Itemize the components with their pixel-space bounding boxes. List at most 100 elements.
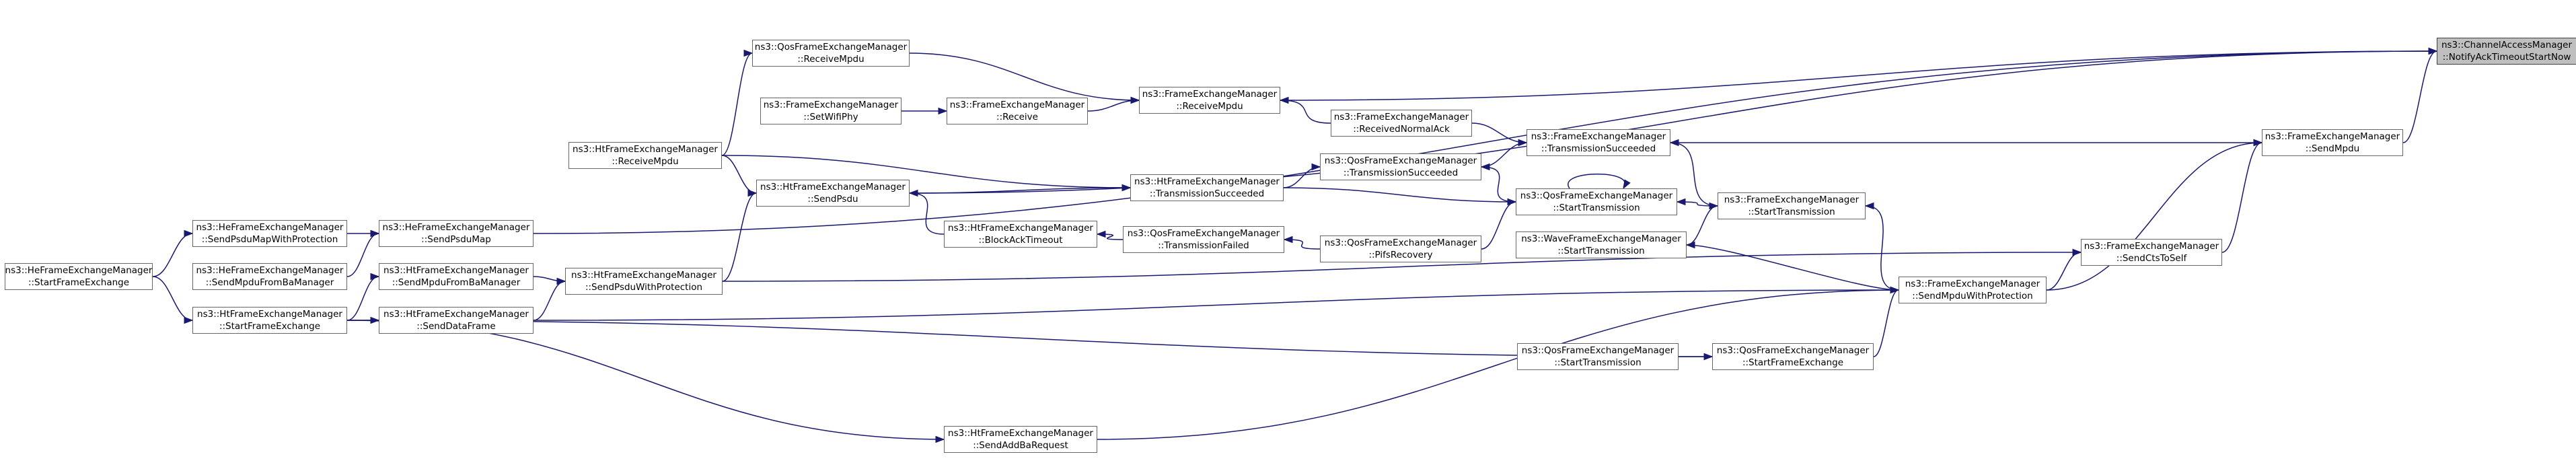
edge-hefem-sendmpdufrombamanager-to-hefem-sendpsdumap-arrowhead (370, 229, 380, 238)
node-qfem-starttx[interactable]: ns3::QosFrameExchangeManager::StartTrans… (1516, 188, 1677, 215)
node-hfem-sendaddbarequest[interactable]: ns3::HtFrameExchangeManager::SendAddBaRe… (944, 426, 1097, 453)
node-class-label: ns3::FrameExchangeManager (2084, 241, 2219, 252)
edge-qfem-pifsrecovery-to-qfem-txfailed (1284, 239, 1321, 250)
node-qfem-receivempdu[interactable]: ns3::QosFrameExchangeManager::ReceiveMpd… (752, 40, 910, 67)
edge-hfem-blockacktimeout-to-hfem-sendpsdu (909, 192, 945, 235)
node-method-label: ::StartTransmission (1557, 246, 1645, 256)
node-method-label: ::ReceiveMpdu (612, 156, 679, 167)
node-method-label: ::SendPsduWithProtection (585, 282, 703, 293)
edge-hfem-sendpsduwithprot-to-hfem-sendpsdu (722, 192, 757, 282)
node-method-label: ::NotifyAckTimeoutStartNow (2442, 52, 2571, 63)
edge-qfem-starttx-to-qfem-starttx-arrowhead (1623, 179, 1631, 190)
node-method-label: ::SendPsduMapWithProtection (201, 234, 338, 245)
edge-fem-sendmpduwithprot-to-wave-starttx (1686, 244, 1899, 291)
node-hfem-startframeexchange[interactable]: ns3::HtFrameExchangeManager::StartFrameE… (192, 307, 347, 334)
node-fem-receivempdu[interactable]: ns3::FrameExchangeManager::ReceiveMpdu (1139, 87, 1280, 114)
node-hfem-receivempdu[interactable]: ns3::HtFrameExchangeManager::ReceiveMpdu (568, 142, 722, 169)
node-qfem-starttx2[interactable]: ns3::QosFrameExchangeManager::StartTrans… (1517, 343, 1679, 370)
node-method-label: ::ReceiveMpdu (1176, 101, 1243, 112)
node-fem-starttx[interactable]: ns3::FrameExchangeManager::StartTransmis… (1718, 192, 1866, 219)
edge-hfem-startframeexchange-to-hfem-sendmpdufrombamanager-arrowhead (370, 273, 380, 281)
node-qfem-startframeexchange[interactable]: ns3::QosFrameExchangeManager::StartFrame… (1712, 343, 1874, 370)
edge-hfem-sendpsduwithprot-to-fem-sendctstoself-arrowhead (2072, 248, 2082, 256)
edge-fem-receivednormalack-to-fem-receivempdu (1280, 100, 1331, 124)
node-qfem-txsucceeded[interactable]: ns3::QosFrameExchangeManager::Transmissi… (1320, 153, 1481, 180)
node-hfem-blockacktimeout[interactable]: ns3::HtFrameExchangeManager::BlockAckTim… (944, 221, 1097, 248)
node-method-label: ::StartFrameExchange (28, 277, 130, 288)
node-qfem-txfailed[interactable]: ns3::QosFrameExchangeManager::Transmissi… (1123, 226, 1284, 253)
edge-qfem-receivempdu-to-fem-receivempdu (909, 52, 1140, 101)
node-method-label: ::SendPsduMap (421, 234, 491, 245)
edge-hfem-startframeexchange-to-hfem-sendaddbarequest-arrowhead (935, 435, 945, 443)
node-fem-sendmpduwithprot[interactable]: ns3::FrameExchangeManager::SendMpduWithP… (1899, 277, 2047, 303)
node-hfem-sendmpdufrombamanager[interactable]: ns3::HtFrameExchangeManager::SendMpduFro… (379, 263, 533, 290)
edge-hefem-startframeexchange-to-hefem-sendpsdumapwithprot-arrowhead (184, 229, 194, 238)
edge-hfem-sendaddbarequest-to-fem-sendmpduwithprot (1097, 289, 1899, 440)
node-class-label: ns3::FrameExchangeManager (1531, 131, 1666, 142)
node-fem-sendmpdu[interactable]: ns3::FrameExchangeManager::SendMpdu (2262, 129, 2403, 156)
node-method-label: ::SetWifiPhy (803, 112, 858, 122)
edge-fem-starttx-to-fem-txsucceeded (1670, 142, 1718, 207)
edge-hfem-txsucceeded-to-qfem-starttx (1283, 187, 1516, 203)
edge-qfem-txfailed-to-hfem-blockacktimeout-arrowhead (1096, 230, 1106, 238)
node-method-label: ::StartFrameExchange (1742, 357, 1844, 368)
node-class-label: ns3::HtFrameExchangeManager (571, 270, 716, 281)
node-hfem-senddataframe[interactable]: ns3::HtFrameExchangeManager::SendDataFra… (379, 307, 533, 334)
node-class-label: ns3::HtFrameExchangeManager (948, 428, 1093, 439)
node-class-label: ns3::HtFrameExchangeManager (383, 265, 529, 276)
node-hfem-sendpsduwithprot[interactable]: ns3::HtFrameExchangeManager::SendPsduWit… (565, 268, 723, 295)
edge-qfem-starttx-to-qfem-txsucceeded (1481, 166, 1516, 203)
node-class-label: ns3::HtFrameExchangeManager (948, 223, 1093, 233)
node-class-label: ns3::HeFrameExchangeManager (196, 265, 344, 276)
edge-hfem-sendpsdu-to-root-arrowhead (2428, 47, 2438, 55)
edge-hefem-startframeexchange-to-hfem-startframeexchange-arrowhead (184, 316, 194, 324)
node-hefem-sendpsdumap[interactable]: ns3::HeFrameExchangeManager::SendPsduMap (379, 220, 533, 247)
node-hefem-sendmpdufrombamanager[interactable]: ns3::HeFrameExchangeManager::SendMpduFro… (192, 263, 347, 290)
node-class-label: ns3::HtFrameExchangeManager (197, 309, 342, 320)
node-fem-txsucceeded[interactable]: ns3::FrameExchangeManager::TransmissionS… (1526, 129, 1670, 156)
edge-hfem-startframeexchange-to-qfem-startframeexchange (346, 320, 1713, 357)
node-class-label: ns3::HtFrameExchangeManager (383, 309, 529, 320)
node-class-label: ns3::HeFrameExchangeManager (196, 222, 344, 233)
node-method-label: ::ReceiveMpdu (797, 54, 864, 65)
edge-fem-setwifiphy-to-fem-receive-arrowhead (938, 107, 948, 115)
node-method-label: ::PifsRecovery (1368, 250, 1433, 260)
edge-fem-sendmpdu-to-root (2402, 50, 2437, 143)
node-hfem-txsucceeded[interactable]: ns3::HtFrameExchangeManager::Transmissio… (1130, 174, 1284, 201)
node-method-label: ::SendMpduFromBaManager (392, 277, 521, 288)
edge-qfem-startframeexchange-to-fem-sendmpduwithprot (1873, 289, 1899, 357)
edge-qfem-txfailed-to-hfem-blockacktimeout (1097, 233, 1124, 240)
node-wave-starttx[interactable]: ns3::WaveFrameExchangeManager::StartTran… (1516, 231, 1687, 258)
node-hefem-startframeexchange[interactable]: ns3::HeFrameExchangeManager::StartFrameE… (5, 263, 153, 290)
edge-fem-sendmpduwithprot-to-fem-starttx-arrowhead (1864, 202, 1874, 210)
node-class-label: ns3::HtFrameExchangeManager (573, 144, 718, 155)
node-fem-sendctstoself[interactable]: ns3::FrameExchangeManager::SendCtsToSelf (2081, 239, 2222, 266)
edge-fem-receivednormalack-to-fem-receivempdu-arrowhead (1279, 96, 1289, 104)
node-class-label: ns3::HtFrameExchangeManager (760, 182, 906, 192)
edge-qfem-pifsrecovery-to-qfem-txfailed-arrowhead (1283, 236, 1293, 244)
edge-fem-starttx-to-qfem-starttx-arrowhead (1676, 198, 1686, 206)
node-method-label: ::Receive (996, 112, 1038, 122)
node-hfem-sendpsdu[interactable]: ns3::HtFrameExchangeManager::SendPsdu (756, 180, 910, 207)
edge-hfem-receivempdu-to-hfem-txsucceeded (721, 155, 1131, 188)
node-class-label: ns3::FrameExchangeManager (1724, 194, 1860, 205)
node-fem-setwifiphy[interactable]: ns3::FrameExchangeManager::SetWifiPhy (760, 98, 901, 124)
node-class-label: ns3::QosFrameExchangeManager (1324, 155, 1477, 166)
node-qfem-pifsrecovery[interactable]: ns3::QosFrameExchangeManager::PifsRecove… (1320, 236, 1481, 262)
node-class-label: ns3::QosFrameExchangeManager (1716, 345, 1870, 356)
edge-fem-sendctstoself-to-fem-sendmpdu (2221, 142, 2262, 253)
node-root[interactable]: ns3::ChannelAccessManager::NotifyAckTime… (2437, 38, 2576, 65)
node-class-label: ns3::QosFrameExchangeManager (1520, 190, 1673, 201)
node-class-label: ns3::FrameExchangeManager (1905, 279, 2040, 289)
node-class-label: ns3::FrameExchangeManager (949, 100, 1085, 110)
node-method-label: ::StartTransmission (1554, 357, 1642, 368)
node-method-label: ::ReceivedNormalAck (1353, 124, 1450, 135)
edge-fem-receive-to-fem-receivempdu-arrowhead (1130, 96, 1140, 104)
node-method-label: ::TransmissionSucceeded (1149, 188, 1265, 199)
node-hefem-sendpsdumapwithprot[interactable]: ns3::HeFrameExchangeManager::SendPsduMap… (192, 220, 347, 247)
node-fem-receivednormalack[interactable]: ns3::FrameExchangeManager::ReceivedNorma… (1331, 110, 1472, 137)
node-method-label: ::TransmissionSucceeded (1343, 168, 1459, 178)
node-class-label: ns3::QosFrameExchangeManager (1324, 238, 1477, 248)
node-fem-receive[interactable]: ns3::FrameExchangeManager::Receive (947, 98, 1088, 124)
node-method-label: ::SendCtsToSelf (2116, 253, 2187, 264)
